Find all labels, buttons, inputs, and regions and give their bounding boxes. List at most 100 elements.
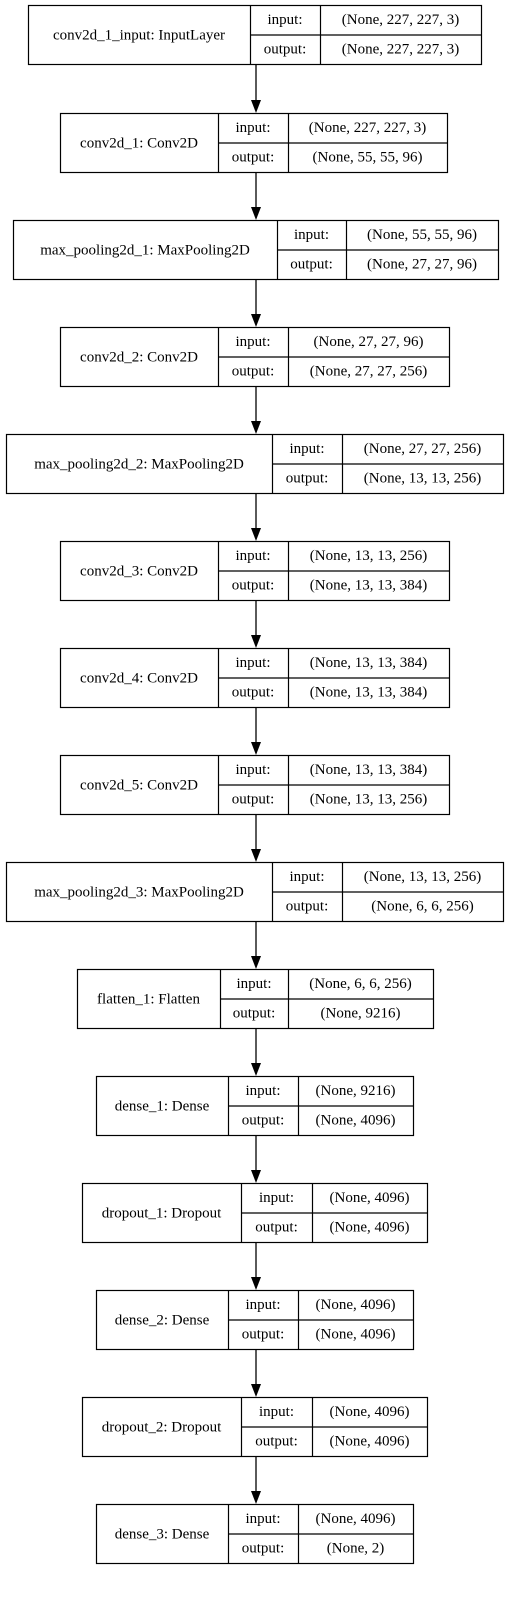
output-shape: (None, 9216) xyxy=(321,1006,401,1022)
layer-node: max_pooling2d_3: MaxPooling2D input: outpu… xyxy=(5,861,505,923)
input-shape: (None, 13, 13, 256) xyxy=(310,548,427,564)
arrowhead xyxy=(251,742,261,755)
input-label: input: xyxy=(235,762,270,778)
input-label: input: xyxy=(245,1511,280,1527)
edge-arrow xyxy=(251,815,261,862)
output-label: output: xyxy=(242,1541,285,1557)
output-label: output: xyxy=(232,792,275,808)
input-shape: (None, 4096) xyxy=(330,1190,410,1206)
output-label: output: xyxy=(242,1113,285,1129)
input-shape: (None, 4096) xyxy=(316,1297,396,1313)
edges xyxy=(251,65,261,1504)
input-label: input: xyxy=(289,441,324,457)
input-label: input: xyxy=(294,227,329,243)
output-label: output: xyxy=(242,1327,285,1343)
layer-name: conv2d_1_input: InputLayer xyxy=(53,28,225,44)
edge-arrow xyxy=(251,1029,261,1076)
layer-name: dense_1: Dense xyxy=(115,1099,210,1115)
output-label: output: xyxy=(255,1220,298,1236)
layer-name: conv2d_2: Conv2D xyxy=(80,350,198,366)
layer-node: conv2d_2: Conv2D input: output: (None, 27, … xyxy=(59,326,451,388)
input-label: input: xyxy=(259,1190,294,1206)
layer-name: max_pooling2d_3: MaxPooling2D xyxy=(34,885,244,901)
layer-node: conv2d_4: Conv2D input: output: (None, 13, … xyxy=(59,647,451,709)
input-label: input: xyxy=(289,869,324,885)
edge-arrow xyxy=(251,708,261,755)
layer-node: conv2d_1_input: InputLayer input: output: (… xyxy=(27,4,483,66)
output-label: output: xyxy=(232,364,275,380)
output-label: output: xyxy=(232,150,275,166)
arrowhead xyxy=(251,421,261,434)
output-label: output: xyxy=(232,685,275,701)
input-shape: (None, 13, 13, 256) xyxy=(364,869,481,885)
arrowhead xyxy=(251,100,261,113)
input-shape: (None, 227, 227, 3) xyxy=(309,120,426,136)
layer-name: conv2d_5: Conv2D xyxy=(80,778,198,794)
edge-arrow xyxy=(251,387,261,434)
output-shape: (None, 4096) xyxy=(330,1434,410,1450)
layer-name: conv2d_4: Conv2D xyxy=(80,671,198,687)
output-shape: (None, 27, 27, 96) xyxy=(367,257,477,273)
layer-name: dropout_2: Dropout xyxy=(102,1420,222,1436)
input-label: input: xyxy=(245,1297,280,1313)
output-shape: (None, 4096) xyxy=(316,1113,396,1129)
edge-arrow xyxy=(251,65,261,113)
edge-arrow xyxy=(251,173,261,220)
output-label: output: xyxy=(233,1006,276,1022)
arrowhead xyxy=(251,1384,261,1397)
layer-node: max_pooling2d_1: MaxPooling2D input: outpu… xyxy=(12,219,500,281)
output-shape: (None, 13, 13, 384) xyxy=(310,685,427,701)
output-shape: (None, 6, 6, 256) xyxy=(371,899,473,915)
input-label: input: xyxy=(245,1083,280,1099)
arrowhead xyxy=(251,528,261,541)
input-shape: (None, 9216) xyxy=(316,1083,396,1099)
input-label: input: xyxy=(267,12,302,28)
input-shape: (None, 4096) xyxy=(316,1511,396,1527)
output-shape: (None, 4096) xyxy=(330,1220,410,1236)
layer-node: dense_1: Dense input: output: (None, 9216) (… xyxy=(95,1075,415,1137)
arrowhead xyxy=(251,956,261,969)
edge-arrow xyxy=(251,1350,261,1397)
input-label: input: xyxy=(235,655,270,671)
arrowhead xyxy=(251,635,261,648)
input-label: input: xyxy=(235,548,270,564)
input-label: input: xyxy=(235,334,270,350)
layer-node: conv2d_5: Conv2D input: output: (None, 13, … xyxy=(59,754,451,816)
arrowhead xyxy=(251,1170,261,1183)
output-shape: (None, 4096) xyxy=(316,1327,396,1343)
output-shape: (None, 227, 227, 3) xyxy=(342,42,459,58)
output-shape: (None, 13, 13, 256) xyxy=(310,792,427,808)
input-shape: (None, 13, 13, 384) xyxy=(310,762,427,778)
edge-arrow xyxy=(251,922,261,969)
output-label: output: xyxy=(264,42,307,58)
arrowhead xyxy=(251,314,261,327)
arrowhead xyxy=(251,1277,261,1290)
edge-arrow xyxy=(251,1136,261,1183)
layer-name: dropout_1: Dropout xyxy=(102,1206,222,1222)
output-shape: (None, 13, 13, 384) xyxy=(310,578,427,594)
arrowhead xyxy=(251,849,261,862)
edge-arrow xyxy=(251,494,261,541)
input-shape: (None, 55, 55, 96) xyxy=(367,227,477,243)
output-shape: (None, 55, 55, 96) xyxy=(313,150,423,166)
input-label: input: xyxy=(259,1404,294,1420)
input-shape: (None, 6, 6, 256) xyxy=(309,976,411,992)
output-shape: (None, 27, 27, 256) xyxy=(310,364,427,380)
arrowhead xyxy=(251,1063,261,1076)
edge-arrow xyxy=(251,280,261,327)
layer-name: max_pooling2d_1: MaxPooling2D xyxy=(40,243,250,259)
output-label: output: xyxy=(286,471,329,487)
output-label: output: xyxy=(286,899,329,915)
edge-arrow xyxy=(251,601,261,648)
layer-name: dense_3: Dense xyxy=(115,1527,210,1543)
input-shape: (None, 4096) xyxy=(330,1404,410,1420)
input-shape: (None, 27, 27, 256) xyxy=(364,441,481,457)
output-label: output: xyxy=(290,257,333,273)
output-label: output: xyxy=(232,578,275,594)
